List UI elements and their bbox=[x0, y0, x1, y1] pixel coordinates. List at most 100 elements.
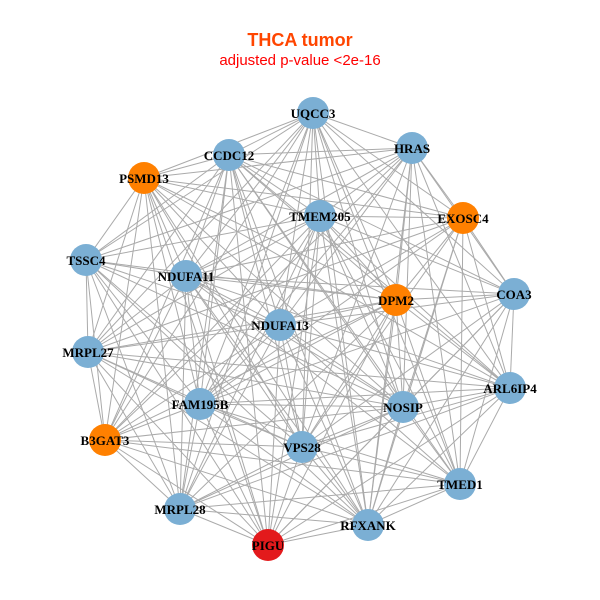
edge-B3GAT3-TMED1 bbox=[104, 439, 461, 485]
edge-RFXANK-PIGU bbox=[267, 524, 369, 546]
edge-TMEM205-DPM2 bbox=[319, 215, 397, 301]
node-mrpl27[interactable]: MRPL27 bbox=[62, 336, 114, 368]
node-coa3[interactable]: COA3 bbox=[496, 278, 532, 310]
edge-PSMD13-NDUFA11 bbox=[143, 177, 187, 277]
edge-MRPL27-NOSIP bbox=[87, 351, 404, 408]
edge-EXOSC4-MRPL27 bbox=[87, 217, 464, 353]
node-pigu[interactable]: PIGU bbox=[252, 529, 285, 561]
edge-UQCC3-NDUFA11 bbox=[185, 112, 314, 277]
edge-CCDC12-TMED1 bbox=[228, 154, 461, 485]
node-vps28[interactable]: VPS28 bbox=[283, 431, 321, 463]
edge-HRAS-PSMD13 bbox=[143, 147, 413, 179]
node-circle bbox=[252, 529, 284, 561]
edge-CCDC12-ARL6IP4 bbox=[228, 154, 511, 389]
edge-TSSC4-DPM2 bbox=[85, 259, 397, 301]
node-circle bbox=[170, 260, 202, 292]
edge-NDUFA11-PIGU bbox=[185, 275, 269, 546]
edge-TMEM205-VPS28 bbox=[301, 215, 321, 448]
edge-NDUFA13-RFXANK bbox=[279, 324, 369, 526]
edge-NDUFA11-DPM2 bbox=[185, 275, 397, 301]
node-dpm2[interactable]: DPM2 bbox=[378, 284, 414, 316]
edge-TMEM205-NOSIP bbox=[319, 215, 404, 408]
edge-DPM2-B3GAT3 bbox=[104, 299, 397, 441]
node-label: UQCC3 bbox=[291, 106, 336, 121]
node-label: NDUFA11 bbox=[158, 269, 215, 284]
node-label: DPM2 bbox=[378, 293, 414, 308]
edge-EXOSC4-RFXANK bbox=[367, 217, 464, 526]
node-tmem205[interactable]: TMEM205 bbox=[289, 200, 351, 232]
edge-CCDC12-NDUFA13 bbox=[228, 154, 281, 326]
edge-UQCC3-VPS28 bbox=[301, 112, 314, 448]
edge-ARL6IP4-TMED1 bbox=[459, 387, 511, 485]
edge-HRAS-NDUFA13 bbox=[279, 147, 413, 326]
node-b3gat3[interactable]: B3GAT3 bbox=[81, 424, 130, 456]
node-exosc4[interactable]: EXOSC4 bbox=[437, 202, 489, 234]
edge-UQCC3-RFXANK bbox=[312, 112, 369, 526]
node-circle bbox=[447, 202, 479, 234]
edge-NOSIP-RFXANK bbox=[367, 406, 404, 526]
node-fam195b[interactable]: FAM195B bbox=[172, 388, 229, 420]
edge-B3GAT3-VPS28 bbox=[104, 439, 303, 448]
edge-FAM195B-B3GAT3 bbox=[104, 403, 201, 441]
node-tmed1[interactable]: TMED1 bbox=[437, 468, 483, 500]
node-label: CCDC12 bbox=[204, 148, 255, 163]
node-uqcc3[interactable]: UQCC3 bbox=[291, 97, 336, 129]
node-hras[interactable]: HRAS bbox=[394, 132, 430, 164]
edge-EXOSC4-ARL6IP4 bbox=[462, 217, 511, 389]
edge-TMEM205-PIGU bbox=[267, 215, 321, 546]
node-circle bbox=[89, 424, 121, 456]
node-rfxank[interactable]: RFXANK bbox=[340, 509, 397, 541]
edge-DPM2-PIGU bbox=[267, 299, 397, 546]
edge-VPS28-RFXANK bbox=[301, 446, 369, 526]
node-arl6ip4[interactable]: ARL6IP4 bbox=[483, 372, 537, 404]
node-psmd13[interactable]: PSMD13 bbox=[119, 162, 169, 194]
edge-NDUFA13-ARL6IP4 bbox=[279, 324, 511, 389]
node-mrpl28[interactable]: MRPL28 bbox=[154, 493, 206, 525]
node-label: MRPL28 bbox=[154, 502, 206, 517]
edge-TSSC4-MRPL28 bbox=[85, 259, 181, 510]
edge-B3GAT3-PIGU bbox=[104, 439, 269, 546]
edge-ARL6IP4-NOSIP bbox=[402, 387, 511, 408]
edge-UQCC3-TSSC4 bbox=[85, 112, 314, 261]
edge-FAM195B-TMED1 bbox=[199, 403, 461, 485]
node-label: NOSIP bbox=[383, 400, 423, 415]
node-nosip[interactable]: NOSIP bbox=[383, 391, 423, 423]
edge-TMED1-MRPL28 bbox=[179, 483, 461, 510]
edge-MRPL27-ARL6IP4 bbox=[87, 351, 511, 389]
edge-NDUFA11-NDUFA13 bbox=[185, 275, 281, 326]
diagram-title: THCA tumor bbox=[247, 30, 353, 50]
node-label: VPS28 bbox=[283, 440, 321, 455]
node-circle bbox=[286, 431, 318, 463]
edge-TMEM205-NDUFA13 bbox=[279, 215, 321, 326]
edge-CCDC12-TSSC4 bbox=[85, 154, 230, 261]
node-ndufa13[interactable]: NDUFA13 bbox=[251, 309, 309, 341]
edge-TMEM205-RFXANK bbox=[319, 215, 369, 526]
edge-NDUFA13-B3GAT3 bbox=[104, 324, 281, 441]
edge-UQCC3-HRAS bbox=[312, 112, 413, 149]
node-label: MRPL27 bbox=[62, 345, 114, 360]
edge-UQCC3-NDUFA13 bbox=[279, 112, 314, 326]
edge-ARL6IP4-PIGU bbox=[267, 387, 511, 546]
node-label: NDUFA13 bbox=[251, 318, 309, 333]
edge-ARL6IP4-RFXANK bbox=[367, 387, 511, 526]
edge-TMEM205-ARL6IP4 bbox=[319, 215, 511, 389]
node-circle bbox=[184, 388, 216, 420]
edge-FAM195B-MRPL28 bbox=[179, 403, 201, 510]
edge-MRPL27-RFXANK bbox=[87, 351, 369, 526]
edge-MRPL27-PIGU bbox=[87, 351, 269, 546]
edge-UQCC3-NOSIP bbox=[312, 112, 404, 408]
edge-PSMD13-TSSC4 bbox=[85, 177, 145, 261]
edge-NDUFA11-FAM195B bbox=[185, 275, 201, 405]
diagram-subtitle: adjusted p-value <2e-16 bbox=[219, 52, 381, 69]
edge-PSMD13-DPM2 bbox=[143, 177, 397, 301]
edge-DPM2-FAM195B bbox=[199, 299, 397, 405]
node-ccdc12[interactable]: CCDC12 bbox=[204, 139, 255, 171]
node-ndufa11[interactable]: NDUFA11 bbox=[158, 260, 215, 292]
edge-TMEM205-EXOSC4 bbox=[319, 215, 464, 219]
node-label: ARL6IP4 bbox=[483, 381, 537, 396]
node-circle bbox=[352, 509, 384, 541]
edge-DPM2-VPS28 bbox=[301, 299, 397, 448]
edge-NDUFA13-NOSIP bbox=[279, 324, 404, 408]
node-tssc4[interactable]: TSSC4 bbox=[66, 244, 106, 276]
